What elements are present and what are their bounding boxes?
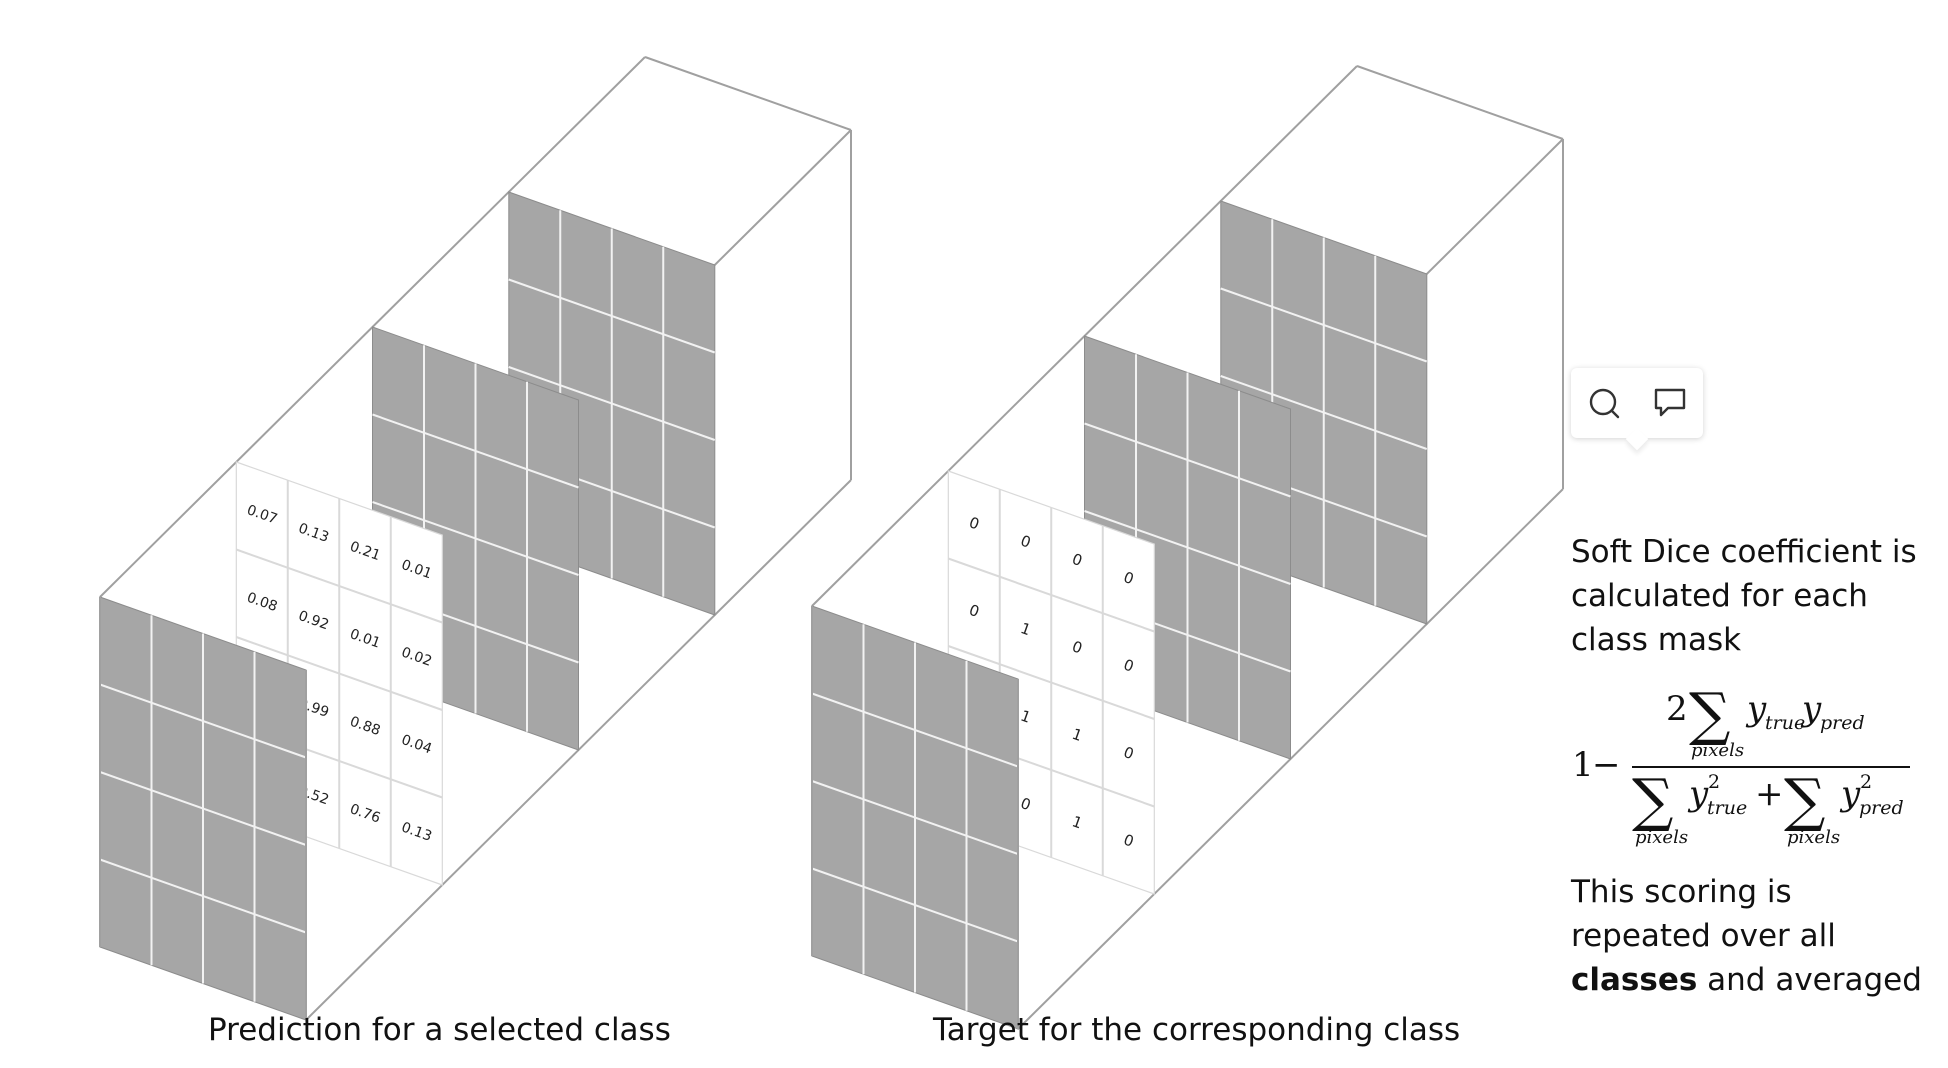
mask-slice bbox=[811, 605, 1019, 1030]
formula-exp: 2 bbox=[1860, 771, 1872, 793]
formula-minus: − bbox=[1592, 745, 1621, 785]
formula-sigma: ∑ bbox=[1689, 680, 1730, 748]
description-line: class mask bbox=[1571, 622, 1742, 658]
note-line: repeated over all bbox=[1571, 918, 1836, 954]
slice-grid-line bbox=[99, 858, 307, 934]
note-line-rest: and averaged bbox=[1697, 962, 1922, 998]
prediction-volume: 0.070.130.210.010.080.920.010.020.890.99… bbox=[99, 56, 852, 1021]
dice-description: Soft Dice coefficient is calculated for … bbox=[1571, 530, 1941, 662]
formula-exp: 2 bbox=[1708, 771, 1720, 793]
formula-one: 1 bbox=[1572, 745, 1594, 785]
slice-grid-line bbox=[811, 780, 1019, 855]
formula-sub-pixels: pixels bbox=[1635, 827, 1688, 848]
comment-button[interactable] bbox=[1648, 381, 1692, 425]
prediction-caption: Prediction for a selected class bbox=[208, 1012, 671, 1048]
comment-icon bbox=[1654, 388, 1686, 417]
note-line-3: classes and averaged bbox=[1571, 958, 1941, 1002]
slice-grid-line bbox=[235, 636, 443, 711]
description-line: Soft Dice coefficient is bbox=[1571, 534, 1917, 570]
slice-grid-line bbox=[372, 501, 579, 576]
formula-y-pred: y bbox=[1800, 689, 1822, 729]
slice-grid-line bbox=[947, 645, 1155, 720]
formula-y-true-sq: y bbox=[1687, 774, 1709, 814]
formula-sub-true: true bbox=[1707, 797, 1747, 819]
slice-grid-line bbox=[508, 366, 716, 441]
search-icon bbox=[1589, 388, 1620, 419]
slice-grid-line bbox=[1220, 375, 1428, 450]
mask-slice bbox=[99, 596, 307, 1021]
slice-grid-line bbox=[99, 771, 307, 846]
slice-grid-line bbox=[811, 867, 1019, 943]
box-edge bbox=[644, 56, 852, 131]
formula-sub-pred: pred bbox=[1820, 712, 1865, 734]
formula-y-pred-sq: y bbox=[1839, 774, 1861, 814]
averaging-note: This scoring is repeated over all classe… bbox=[1571, 870, 1941, 1002]
formula-sigma: ∑ bbox=[1784, 766, 1825, 834]
box-edge bbox=[1356, 65, 1564, 140]
classes-bold: classes bbox=[1571, 962, 1698, 998]
target-volume: 0000010011100010 bbox=[811, 65, 1564, 1030]
description-line: calculated for each bbox=[1571, 578, 1868, 614]
formula-plus: + bbox=[1755, 774, 1784, 814]
formula-sub-pixels: pixels bbox=[1787, 827, 1840, 848]
formula-sigma: ∑ bbox=[1632, 766, 1673, 834]
target-caption: Target for the corresponding class bbox=[933, 1012, 1461, 1048]
soft-dice-formula: 1 − 2 ∑ pixels y true y pred ∑ pixels y … bbox=[1572, 680, 1910, 848]
note-line: This scoring is bbox=[1571, 874, 1792, 910]
slice-grid-line bbox=[1084, 510, 1291, 585]
formula-sub-true: true bbox=[1765, 712, 1805, 734]
annotation-toolbar bbox=[1571, 368, 1703, 438]
formula-sub-pixels: pixels bbox=[1691, 740, 1744, 761]
formula-two: 2 bbox=[1666, 689, 1688, 729]
formula-y-true: y bbox=[1745, 689, 1767, 729]
search-button[interactable] bbox=[1582, 381, 1626, 425]
formula-sub-pred: pred bbox=[1859, 797, 1904, 819]
